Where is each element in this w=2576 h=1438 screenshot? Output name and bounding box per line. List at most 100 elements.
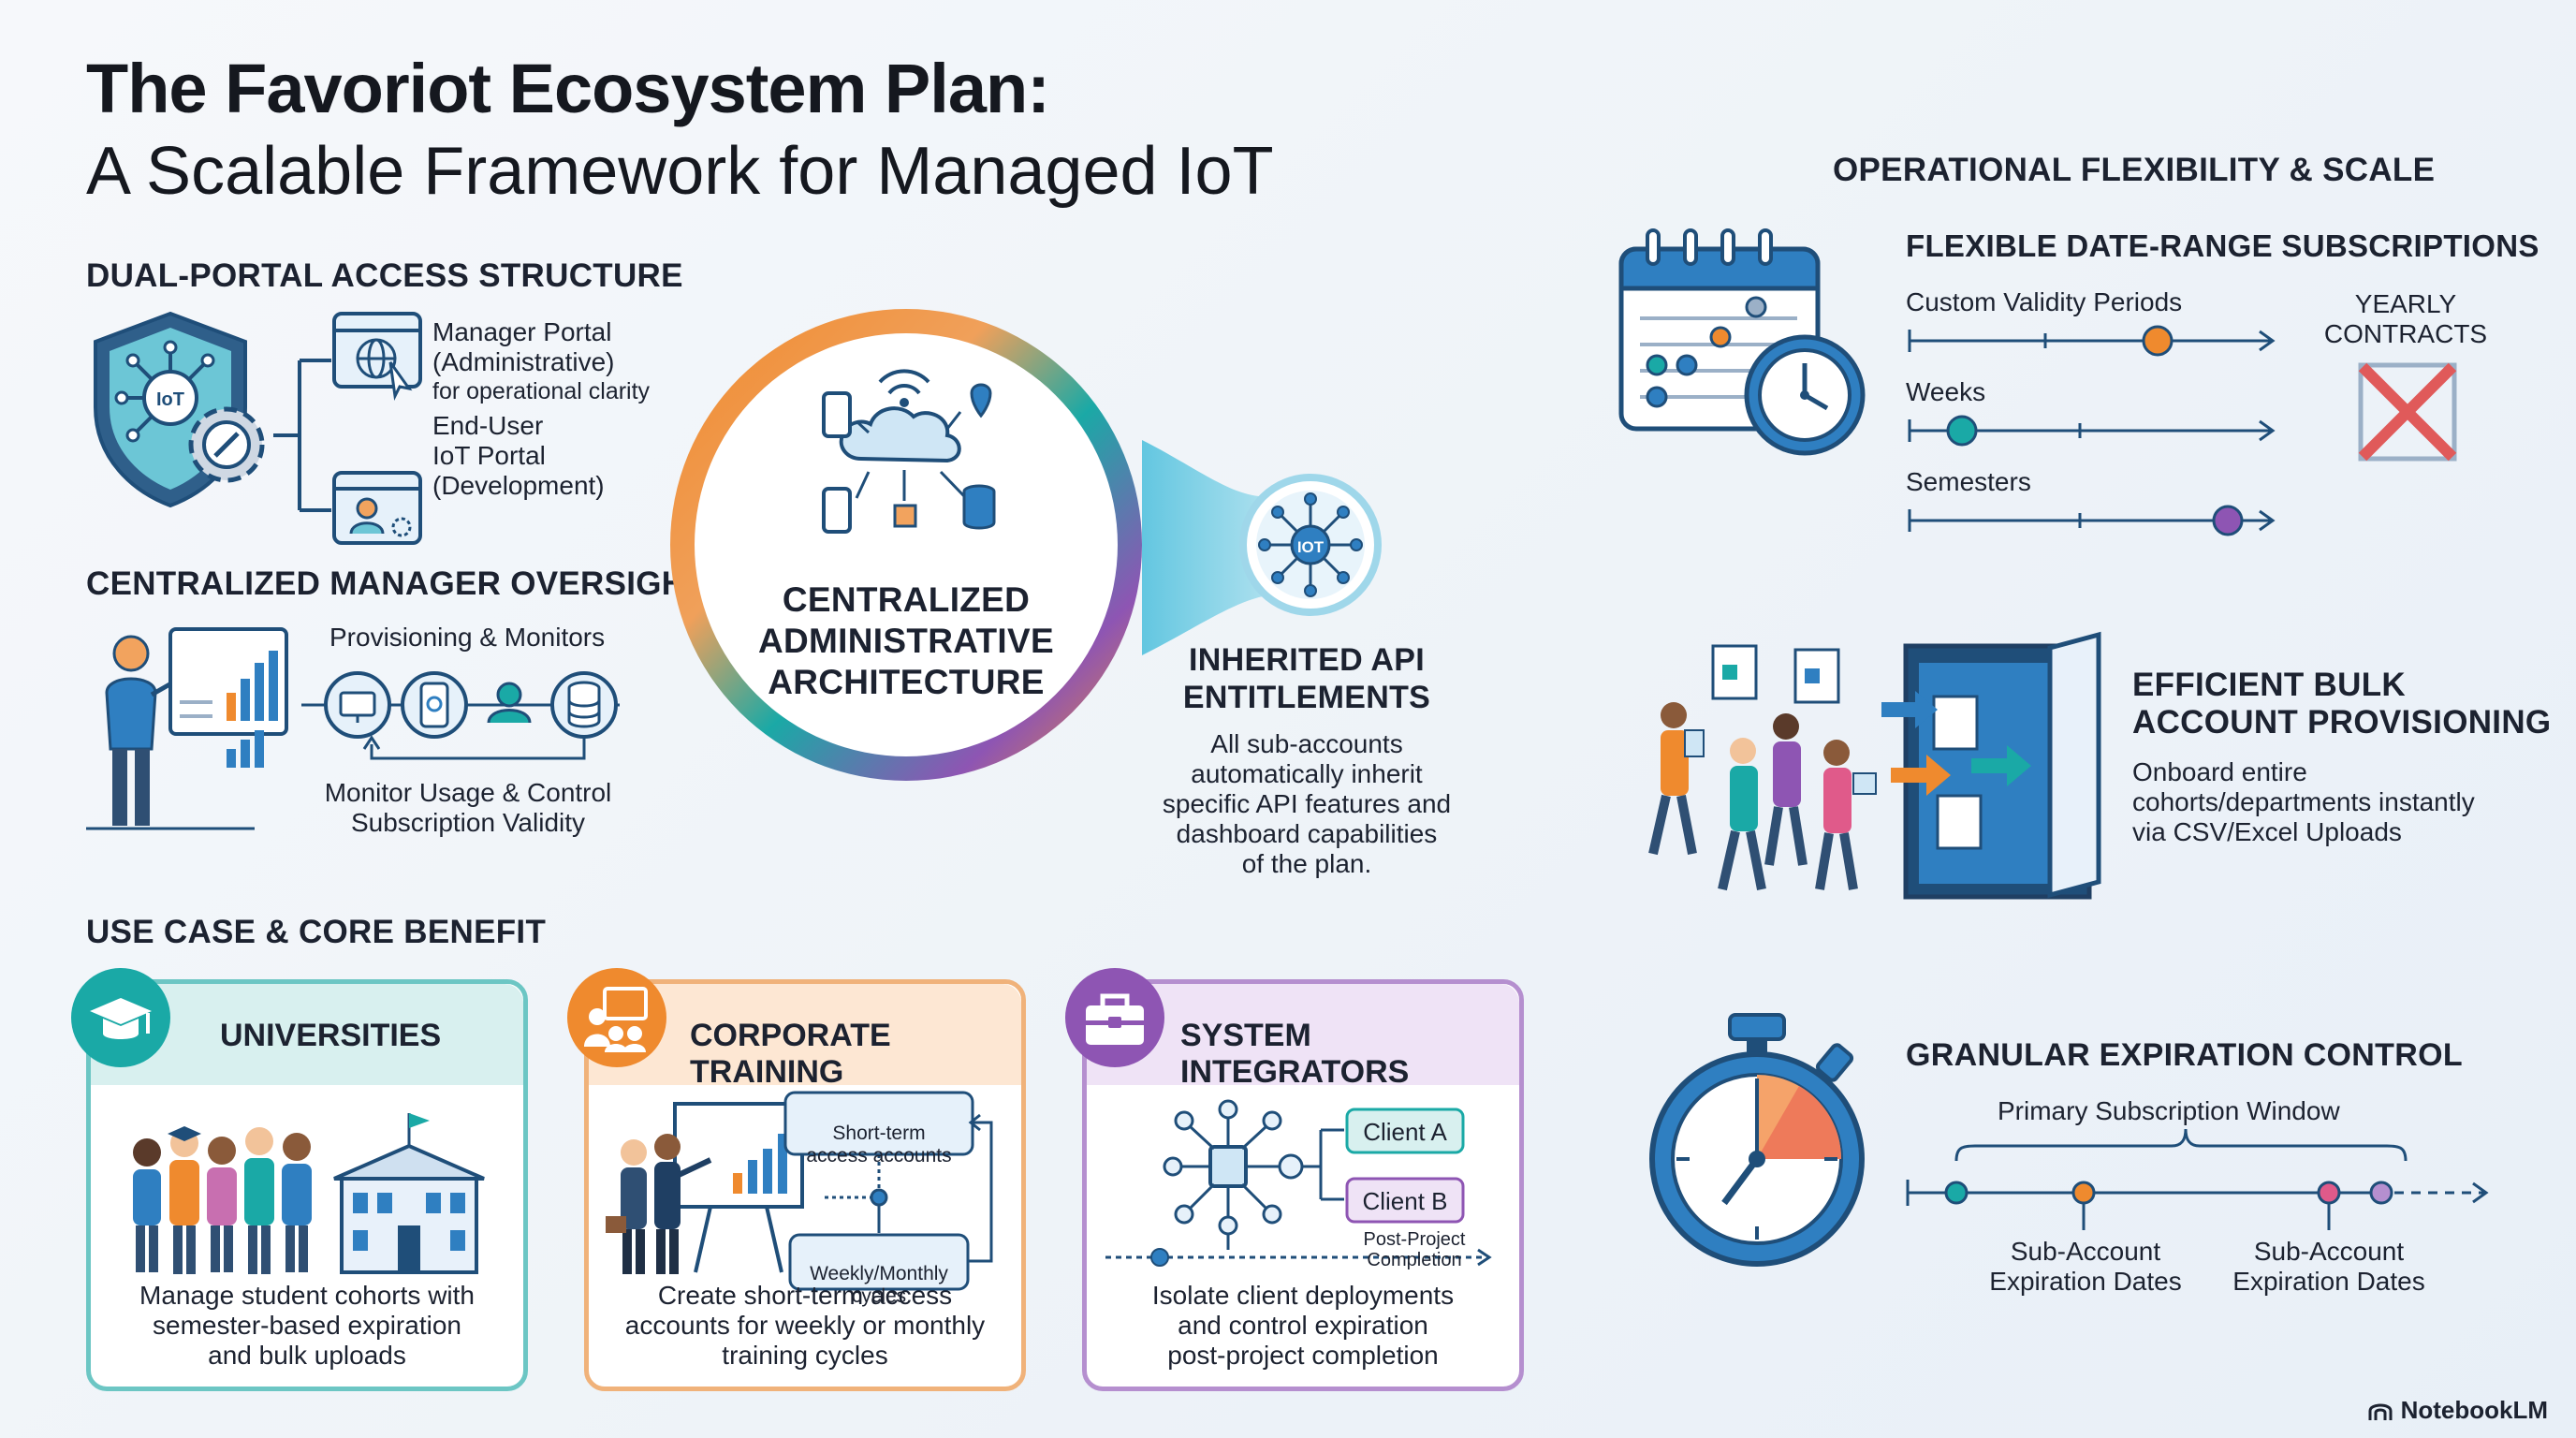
cloud-network-icon (822, 369, 996, 534)
training-illustration (606, 1091, 993, 1291)
cycles-box-line1: Weekly/Monthly (810, 1263, 948, 1284)
api-desc-line1: All sub-accounts (1210, 729, 1403, 758)
semesters-marker (2212, 505, 2244, 536)
api-desc-line5: of the plan. (1241, 849, 1372, 878)
trainers-icon (606, 1102, 804, 1274)
universities-desc-line1: Manage student cohorts with (139, 1281, 475, 1310)
page-title: The Favoriot Ecosystem Plan: (86, 50, 1050, 127)
universities-desc-line3: and bulk uploads (208, 1341, 406, 1370)
integrators-illustration (1105, 1099, 1492, 1267)
integrators-desc-line1: Isolate client deployments (1151, 1281, 1455, 1310)
yearly-line1: YEARLY (2354, 289, 2457, 318)
sub-account-marker-2 (2317, 1181, 2341, 1205)
central-architecture-diagram: IOT (670, 309, 1382, 781)
yearly-line2: CONTRACTS (2323, 319, 2488, 348)
file-icons (1711, 644, 1840, 704)
monitor-usage-line1: Monitor Usage & Control (324, 778, 612, 807)
presentation-icon (584, 987, 648, 1052)
weeks-label: Weeks (1906, 377, 1986, 406)
sub-account-1-line2: Expiration Dates (1989, 1267, 2182, 1296)
sub-account-marker-1 (2071, 1181, 2096, 1205)
cycles-box-line2: cycles (851, 1285, 907, 1307)
dual-portal-heading: DUAL-PORTAL ACCESS STRUCTURE (86, 257, 683, 294)
center-title-line1: CENTRALIZED (782, 580, 1031, 619)
bulk-upload-illustration (1648, 631, 2101, 900)
manager-portal-note: for operational clarity (432, 378, 651, 404)
custom-validity-label: Custom Validity Periods (1906, 287, 2183, 316)
system-integrators-card: SYSTEM INTEGRATORS Client A Client B Pos… (1082, 979, 1524, 1391)
sub-account-1-line1: Sub-Account (2010, 1237, 2161, 1266)
notebooklm-brand: NotebookLM (2367, 1396, 2548, 1425)
toolbox-badge (1065, 968, 1164, 1067)
monitor-icon (324, 671, 391, 739)
center-title-line3: ARCHITECTURE (768, 663, 1045, 701)
api-desc-line4: dashboard capabilities (1176, 819, 1438, 848)
operational-heading: OPERATIONAL FLEXIBILITY & SCALE (1833, 152, 2436, 188)
api-heading-line1: INHERITED API (1189, 642, 1425, 678)
enduser-portal-type: (Development) (432, 471, 605, 500)
api-desc-line3: specific API features and (1162, 789, 1452, 818)
post-project-line2: Completion (1367, 1250, 1462, 1270)
people-walking-icon (1648, 702, 1877, 891)
corporate-desc-line2: accounts for weekly or monthly (624, 1311, 986, 1340)
primary-window-label: Primary Subscription Window (1998, 1096, 2340, 1125)
use-case-heading: USE CASE & CORE BENEFIT (86, 914, 547, 950)
monitor-usage-line2: Subscription Validity (350, 808, 586, 837)
enduser-portal-name: IoT Portal (432, 441, 546, 470)
manager-portal-type: (Administrative) (432, 347, 615, 376)
corporate-training-card: CORPORATE TRAINING Short-term access acc… (584, 979, 1026, 1391)
center-title-line2: ADMINISTRATIVE (758, 622, 1054, 660)
corporate-desc-line3: training cycles (722, 1341, 888, 1370)
start-marker (1944, 1181, 1969, 1205)
stopwatch-icon (1649, 1013, 1865, 1267)
students-icon (133, 1126, 312, 1274)
phone-gear-icon (401, 671, 468, 739)
graduation-cap-icon (90, 998, 152, 1039)
network-hub-icon (1163, 1099, 1304, 1236)
integrators-desc-line3: post-project completion (1167, 1341, 1439, 1370)
arrows-icon (1881, 691, 2031, 796)
bulk-heading-line1: EFFICIENT BULK (2132, 667, 2406, 703)
post-project-line1: Post-Project (1363, 1229, 1466, 1250)
expiration-timeline (1906, 1128, 2489, 1230)
corporate-title: CORPORATE TRAINING (690, 1018, 891, 1090)
integrators-desc-line2: and control expiration (1178, 1311, 1428, 1340)
subscriptions-heading: FLEXIBLE DATE-RANGE SUBSCRIPTIONS (1906, 228, 2539, 263)
cross-out-icon (2358, 362, 2457, 462)
notebooklm-logo-icon (2368, 1403, 2393, 1420)
graduation-cap-badge (71, 968, 170, 1067)
client-a-label: Client A (1363, 1118, 1447, 1146)
brand-label: NotebookLM (2400, 1396, 2548, 1424)
provisioning-label: Provisioning & Monitors (329, 623, 606, 652)
subscription-timelines (1908, 325, 2276, 536)
toolbox-icon (1086, 993, 1144, 1045)
short-term-box-line2: access accounts (806, 1145, 952, 1167)
oversight-diagram (86, 627, 620, 830)
integrators-title: SYSTEM INTEGRATORS (1180, 1018, 1410, 1090)
clock-icon (1744, 334, 1866, 456)
chart-board-icon (168, 627, 288, 768)
api-heading-line2: ENTITLEMENTS (1182, 680, 1431, 715)
gear-icon (188, 406, 265, 483)
database-icon (550, 671, 618, 739)
corporate-desc-line1: Create short-term access (657, 1281, 953, 1310)
page-subtitle: A Scalable Framework for Managed IoT (86, 134, 1274, 209)
globe-window-icon (332, 312, 422, 401)
shield-label: IoT (156, 389, 184, 410)
universities-card: UNIVERSITIES Manage student cohorts with… (86, 979, 528, 1391)
client-b-label: Client B (1362, 1187, 1448, 1215)
presentation-badge (567, 968, 666, 1067)
dual-portal-diagram: IoT (94, 311, 422, 545)
university-building-icon (333, 1113, 485, 1274)
bulk-desc-line1: Onboard entire (2132, 757, 2307, 786)
manager-portal-label: Manager Portal (432, 317, 612, 346)
sub-account-2-line2: Expiration Dates (2232, 1267, 2425, 1296)
hub-label: IOT (1297, 538, 1325, 556)
universities-desc-line2: semester-based expiration (153, 1311, 461, 1340)
end-marker (2369, 1181, 2393, 1205)
oversight-heading: CENTRALIZED MANAGER OVERSIGHT (86, 565, 707, 602)
user-icon (487, 682, 532, 724)
enduser-portal-label: End-User (432, 411, 544, 440)
expiration-heading: GRANULAR EXPIRATION CONTROL (1906, 1037, 2463, 1073)
api-desc-line2: automatically inherit (1191, 759, 1423, 788)
